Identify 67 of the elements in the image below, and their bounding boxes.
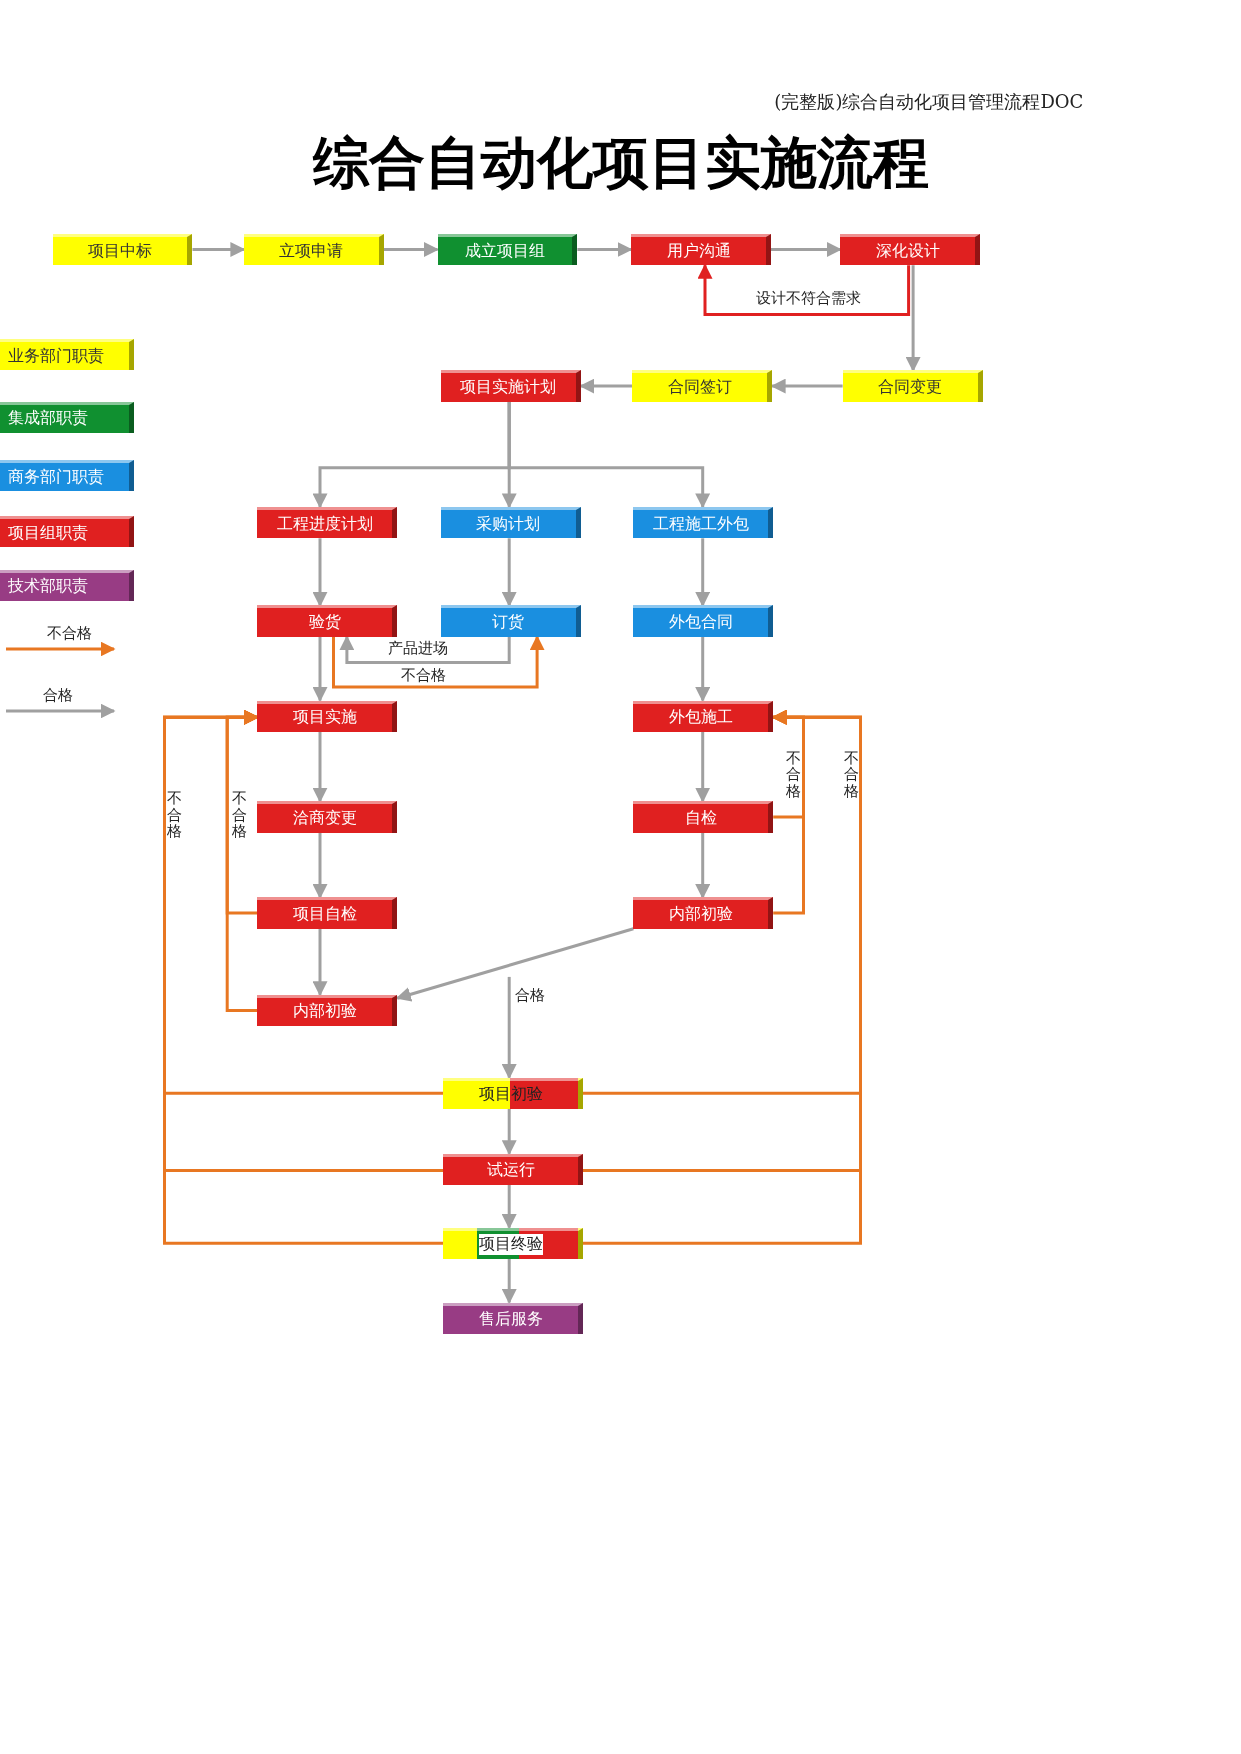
arrow [501, 1109, 517, 1156]
process-box: 工程施工外包 [633, 506, 774, 539]
arrow [695, 538, 711, 607]
arrow [695, 636, 711, 702]
process-box: 项目终验 [443, 1227, 583, 1259]
process-box: 项目实施 [257, 700, 398, 732]
arrow [507, 401, 711, 509]
process-box: 项目实施计划 [440, 370, 581, 402]
arrow [577, 242, 633, 257]
process-box: 试运行 [443, 1153, 583, 1186]
arrow [905, 265, 921, 372]
edge-label: 不合格 [166, 790, 183, 840]
legend-item: 技术部职责 [0, 569, 135, 601]
arrow [501, 1258, 517, 1304]
process-box: 合同变更 [842, 370, 983, 402]
process-box: 采购计划 [440, 506, 581, 539]
arrow [192, 242, 246, 257]
process-box: 内部初验 [257, 994, 398, 1027]
process-box: 验货 [257, 605, 398, 637]
edge-label: 产品进场 [388, 640, 449, 657]
arrow [383, 242, 439, 257]
process-box: 项目自检 [257, 897, 398, 929]
legend-item: 集成部职责 [0, 401, 135, 434]
legend-text: 合格 [42, 686, 73, 704]
title: 综合自动化项目实施流程 [311, 132, 930, 194]
arrow [332, 635, 545, 689]
arrow [312, 636, 328, 702]
edge-label: 不合格 [843, 749, 860, 800]
arrow [695, 832, 711, 899]
process-box: 售后服务 [443, 1302, 583, 1334]
edge-label: 设计不符合需求 [756, 289, 862, 307]
arrow [312, 832, 328, 899]
process-box: 洽商变更 [257, 801, 398, 833]
process-box: 外包施工 [633, 700, 774, 732]
header-text: (完整版)综合自动化项目管理流程DOC [774, 91, 1084, 112]
arrow [695, 731, 711, 803]
process-box: 自检 [633, 801, 774, 833]
legend-item: 商务部门职责 [0, 459, 135, 492]
process-box: 用户沟通 [631, 233, 771, 266]
process-box: 深化设计 [840, 233, 981, 266]
arrow [579, 378, 633, 394]
process-box: 合同签订 [632, 370, 773, 402]
edge-label: 合格 [514, 986, 545, 1004]
arrow [501, 976, 517, 1080]
process-box: 立项申请 [243, 233, 384, 266]
arrow [501, 1185, 517, 1230]
arrow [395, 927, 634, 1002]
arrow [339, 635, 511, 664]
process-box: 项目中标 [52, 233, 193, 266]
arrow [697, 263, 911, 316]
edge-label: 不合格 [400, 666, 446, 684]
process-box: 内部初验 [633, 897, 774, 929]
edge-label: 不合格 [785, 749, 802, 800]
legend-item: 项目组职责 [0, 515, 135, 548]
process-box: 外包合同 [633, 605, 774, 637]
arrow [312, 731, 328, 803]
process-box: 成立项目组 [437, 233, 578, 266]
arrow [501, 538, 517, 607]
legend-text: 不合格 [47, 625, 92, 642]
arrow [312, 928, 328, 997]
edge-label: 不合格 [231, 790, 248, 840]
arrow [770, 378, 843, 394]
arrow [771, 242, 842, 257]
legend-item: 业务部门职责 [0, 339, 135, 371]
process-box: 工程进度计划 [257, 506, 398, 539]
arrow [312, 538, 328, 607]
process-box: 订货 [440, 605, 581, 637]
